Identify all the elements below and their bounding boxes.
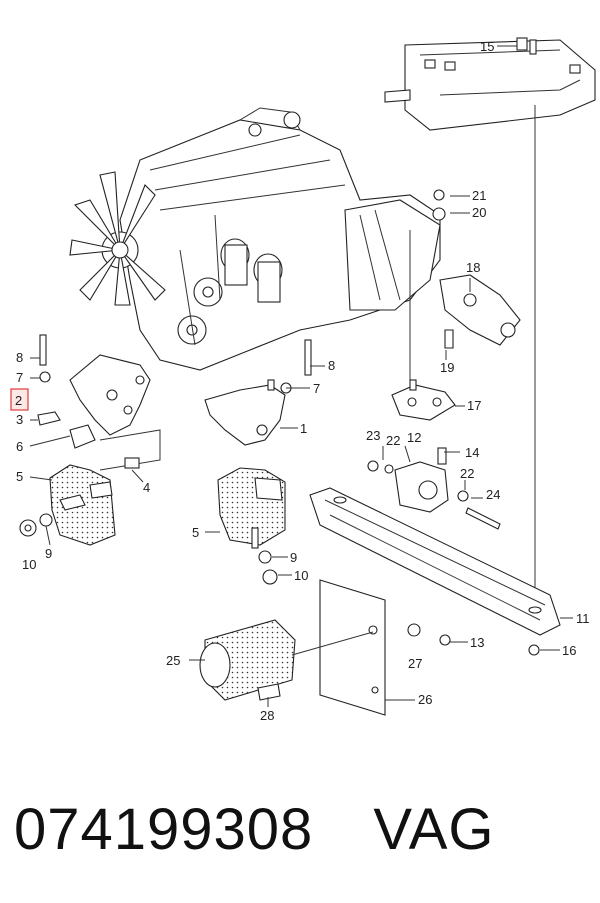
- callout-10-a: 10: [22, 557, 36, 572]
- part-number: 074199308: [14, 797, 314, 862]
- callout-8-a: 8: [16, 350, 23, 365]
- callout-2-highlight-box: [10, 388, 29, 411]
- exploded-parts-diagram: 15 21 20 18 19 17 23 22 12 14 22 24 11 1…: [10, 37, 596, 723]
- callout-22-a: 22: [386, 433, 400, 448]
- engine-mount-right: [204, 339, 312, 585]
- callout-17: 17: [467, 398, 481, 413]
- callout-24: 24: [486, 487, 500, 502]
- callout-19: 19: [440, 360, 454, 375]
- callout-7-b: 7: [313, 381, 320, 396]
- callout-25: 25: [166, 653, 180, 668]
- engine-bracket-left: [37, 334, 161, 471]
- callout-6: 6: [16, 439, 23, 454]
- callout-27: 27: [408, 656, 422, 671]
- callout-14: 14: [465, 445, 479, 460]
- center-mount: [367, 447, 501, 530]
- callout-18: 18: [466, 260, 480, 275]
- callout-22-b: 22: [460, 466, 474, 481]
- engine-mount-left: [19, 457, 140, 546]
- callout-13: 13: [470, 635, 484, 650]
- callout-1: 1: [300, 421, 307, 436]
- transmission-mount: [391, 189, 521, 421]
- callout-2: 2: [15, 393, 22, 408]
- callout-5-b: 5: [192, 525, 199, 540]
- callout-26: 26: [418, 692, 432, 707]
- brand-name: VAG: [373, 797, 495, 862]
- callout-11: 11: [576, 611, 590, 626]
- callout-10-b: 10: [294, 568, 308, 583]
- crossmember-11: [309, 487, 561, 656]
- footer: 074199308 VAG: [14, 790, 594, 870]
- callout-21: 21: [472, 188, 486, 203]
- callout-15: 15: [480, 39, 494, 54]
- damper-and-plate: [199, 579, 421, 716]
- callout-9-b: 9: [290, 550, 297, 565]
- leader-lines: [29, 45, 573, 707]
- callout-5-a: 5: [16, 469, 23, 484]
- callout-7-a: 7: [16, 370, 23, 385]
- callout-4: 4: [143, 480, 150, 495]
- crossmember-bracket: [384, 37, 596, 600]
- callout-16: 16: [562, 643, 576, 658]
- callout-3: 3: [16, 412, 23, 427]
- callout-23: 23: [366, 428, 380, 443]
- highlighted-callout-2[interactable]: 2: [10, 388, 29, 411]
- callout-labels: 15 21 20 18 19 17 23 22 12 14 22 24 11 1…: [10, 39, 590, 723]
- callout-12: 12: [407, 430, 421, 445]
- callout-8-b: 8: [328, 358, 335, 373]
- engine-illustration: [69, 107, 441, 371]
- callout-9-a: 9: [45, 546, 52, 561]
- callout-20: 20: [472, 205, 486, 220]
- callout-28: 28: [260, 708, 274, 723]
